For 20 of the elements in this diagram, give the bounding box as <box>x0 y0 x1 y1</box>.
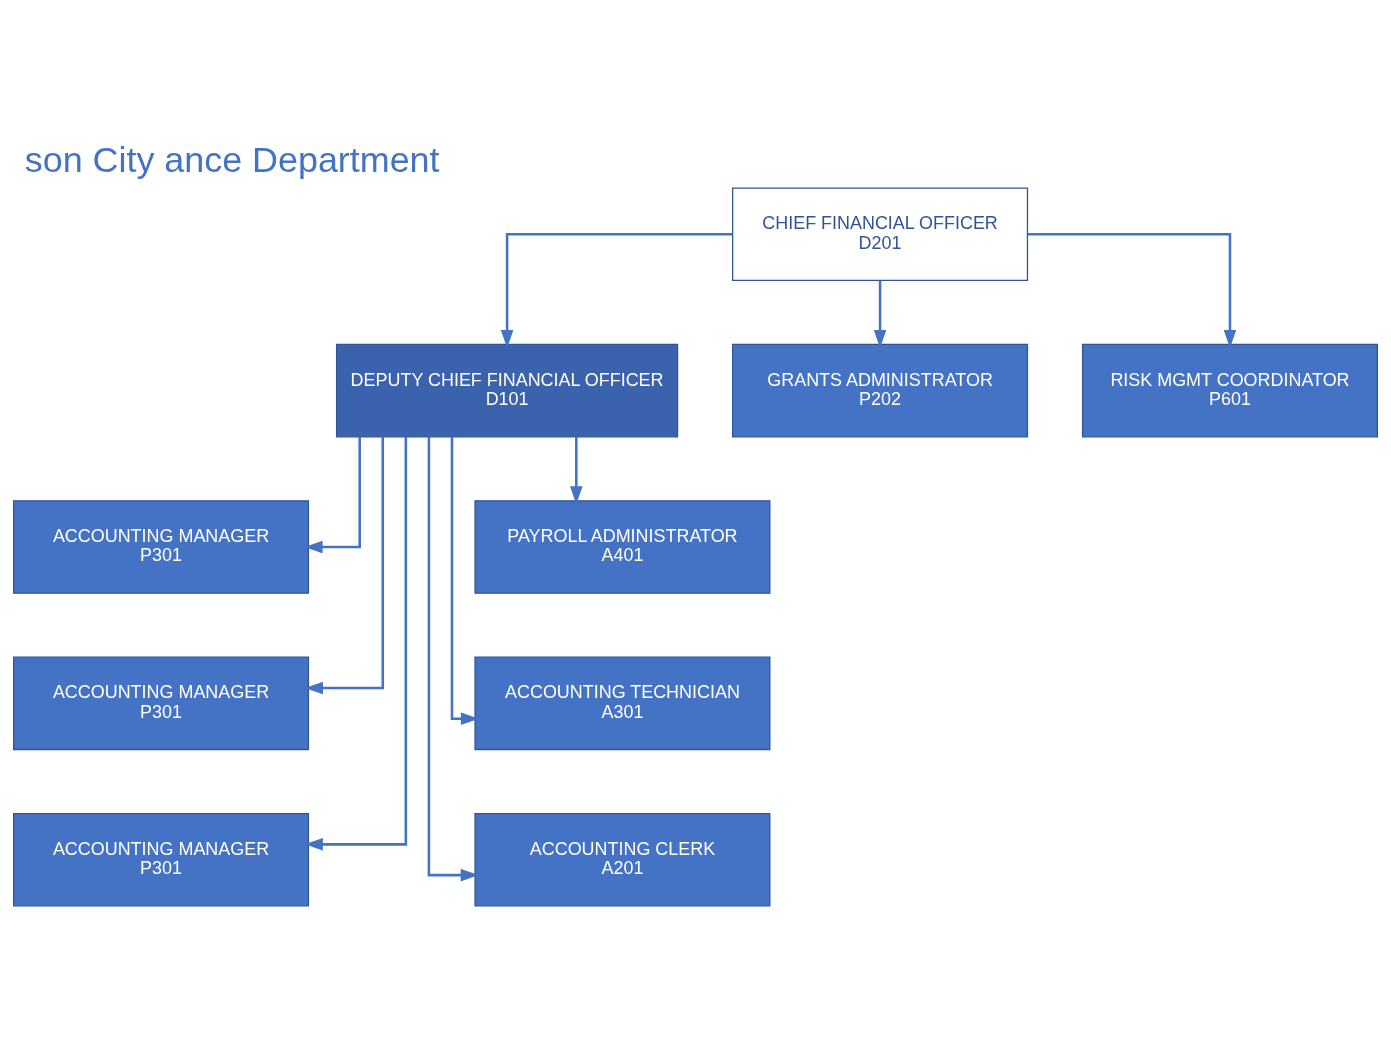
arrow <box>450 436 479 726</box>
node-box: PAYROLL ADMINISTRATOR A401 <box>474 500 771 594</box>
arrow <box>304 437 361 554</box>
diagram-title: son City ance Department <box>24 139 440 180</box>
node-box: RISK MGMT COORDINATOR P601 <box>1081 343 1378 438</box>
arrow <box>304 437 408 851</box>
arrow <box>305 437 385 695</box>
arrow <box>873 280 887 348</box>
node-box: ACCOUNTING MANAGER P301 <box>13 500 310 594</box>
node-box: CHIEF FINANCIAL OFFICER D201 <box>732 187 1029 282</box>
arrow <box>427 437 479 882</box>
arrow <box>1027 233 1237 348</box>
arrow <box>500 233 733 348</box>
node-box: ACCOUNTING CLERK A201 <box>474 812 771 907</box>
node-box: ACCOUNTING MANAGER P301 <box>13 656 310 751</box>
node-box: GRANTS ADMINISTRATOR P202 <box>732 343 1029 438</box>
node-box: ACCOUNTING TECHNICIAN A301 <box>474 656 771 751</box>
node-box: DEPUTY CHIEF FINANCIAL OFFICER D101 <box>336 343 679 438</box>
node-box: ACCOUNTING MANAGER P301 <box>13 812 310 907</box>
arrow <box>570 437 583 505</box>
